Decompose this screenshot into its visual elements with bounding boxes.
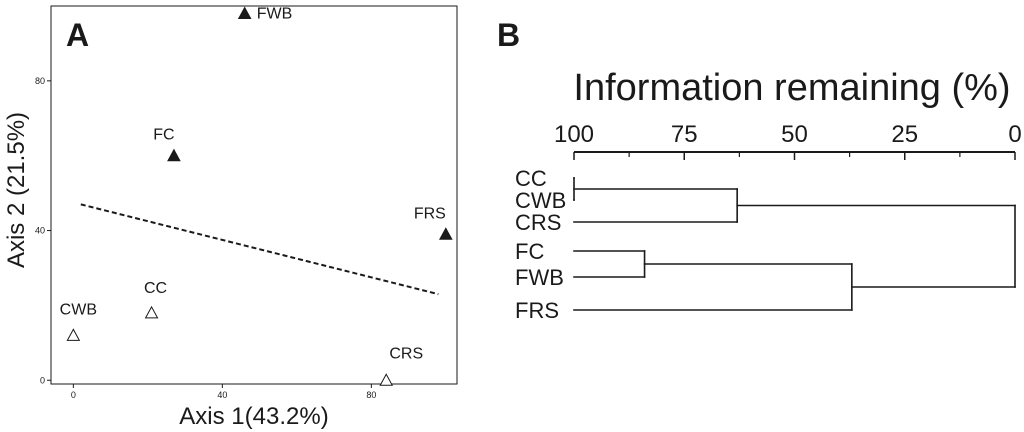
point-fc-label: FC — [153, 127, 174, 144]
point-frs-marker — [438, 227, 453, 240]
dendrogram-axis: 100 75 50 25 0 — [554, 121, 1022, 160]
y-tick-label: 80 — [35, 76, 45, 86]
leaf-fc-label: FC — [515, 239, 544, 264]
leaf-frs-label: FRS — [515, 298, 559, 323]
dendrogram-tick-label: 75 — [671, 121, 698, 148]
dendrogram-title: Information remaining (%) — [573, 67, 1010, 109]
dendrogram-tick-label: 0 — [1008, 121, 1021, 148]
leaf-crs-label: CRS — [515, 210, 561, 235]
leaf-cwb-label: CWB — [515, 188, 566, 213]
dendrogram-tick-label: 25 — [891, 121, 918, 148]
y-axis: 0 40 80 — [35, 76, 51, 385]
trend-line — [80, 203, 439, 296]
y-tick-label: 0 — [40, 375, 45, 385]
x-tick-label: 0 — [71, 390, 76, 400]
leaf-cc-label: CC — [515, 166, 547, 191]
point-cwb-marker — [66, 328, 81, 341]
y-tick-label: 40 — [35, 226, 45, 236]
point-fc-marker — [167, 148, 181, 162]
point-fwb-marker — [237, 6, 252, 19]
dendrogram-tick-label: 100 — [554, 121, 594, 148]
dendrogram-links — [573, 177, 1016, 311]
scatter-plot: 0 40 80 0 40 80 FWB FC FRS CWB CC CRS Axis 1(43.2… — [3, 5, 458, 430]
point-frs-label: FRS — [414, 205, 446, 222]
leaf-fwb-label: FWB — [515, 265, 564, 290]
scatter-points: FWB FC FRS CWB CC CRS — [60, 5, 453, 386]
y-axis-label: Axis 2 (21.5%) — [3, 112, 30, 268]
x-tick-label: 80 — [366, 390, 376, 400]
point-cc-label: CC — [144, 280, 167, 297]
dendrogram-tick-label: 50 — [781, 121, 808, 148]
point-crs-marker — [379, 373, 394, 386]
x-axis: 0 40 80 — [71, 384, 376, 400]
panel-letter-a: A — [66, 17, 89, 53]
x-tick-label: 40 — [217, 390, 227, 400]
x-axis-label: Axis 1(43.2%) — [179, 403, 328, 430]
point-cc-marker — [144, 305, 159, 319]
panel-letter-b: B — [497, 17, 520, 53]
plot-frame — [50, 5, 458, 385]
point-cwb-label: CWB — [60, 301, 97, 318]
point-fwb-label: FWB — [257, 5, 293, 22]
point-crs-label: CRS — [389, 345, 423, 362]
